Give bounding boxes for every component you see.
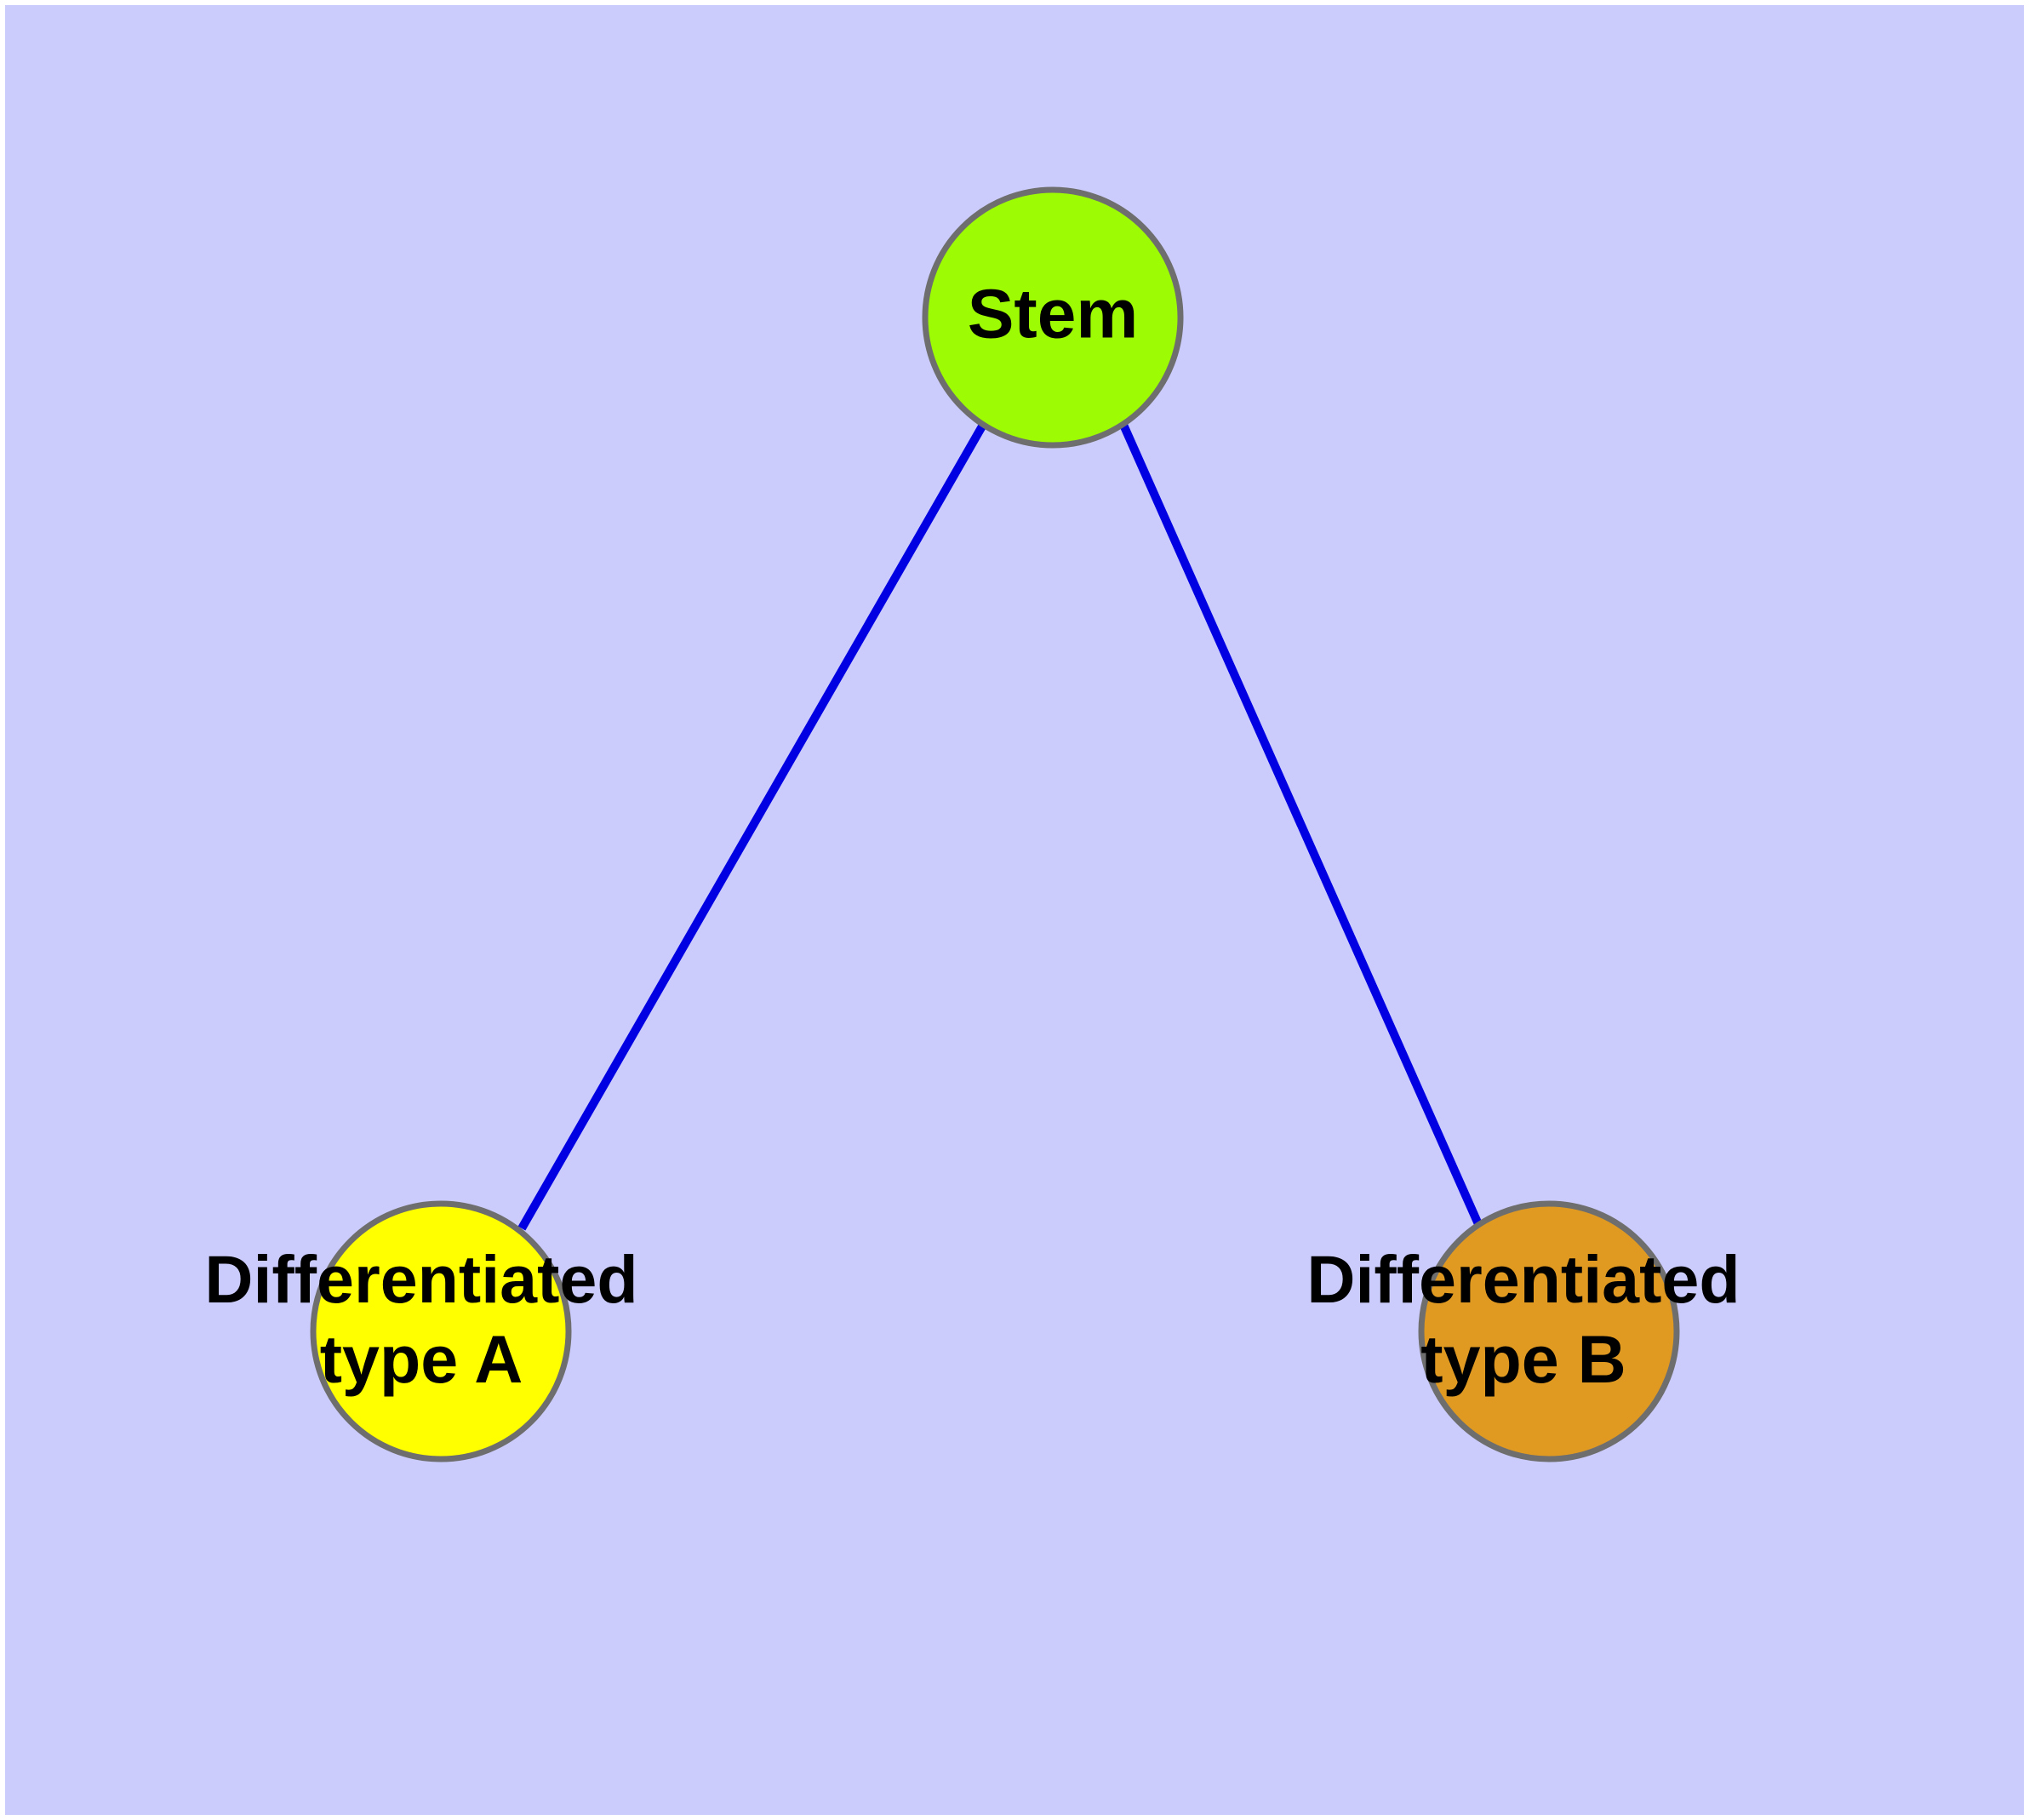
edge-stem-to-diff-b[interactable]	[1119, 422, 1483, 1227]
node-label-diff-a-line1: Differentiated	[204, 1241, 637, 1317]
node-circle-stem[interactable]	[922, 186, 1184, 449]
labels-group: Stem Differentiated type A Differentiate…	[204, 276, 1740, 1397]
node-stem[interactable]	[922, 186, 1184, 449]
node-label-stem: Stem	[968, 276, 1139, 353]
node-label-diff-b-line2: type B	[1420, 1321, 1626, 1397]
node-circle-diff-a[interactable]	[310, 1200, 572, 1462]
node-label-diff-a-line2: type A	[320, 1321, 523, 1397]
node-diff-a[interactable]	[310, 1200, 572, 1462]
edge-stem-to-diff-a[interactable]	[517, 422, 987, 1231]
edges-group	[517, 422, 1483, 1231]
node-diff-b[interactable]	[1418, 1200, 1680, 1462]
node-label-diff-b-line1: Differentiated	[1306, 1241, 1740, 1317]
node-circle-diff-b[interactable]	[1418, 1200, 1680, 1462]
